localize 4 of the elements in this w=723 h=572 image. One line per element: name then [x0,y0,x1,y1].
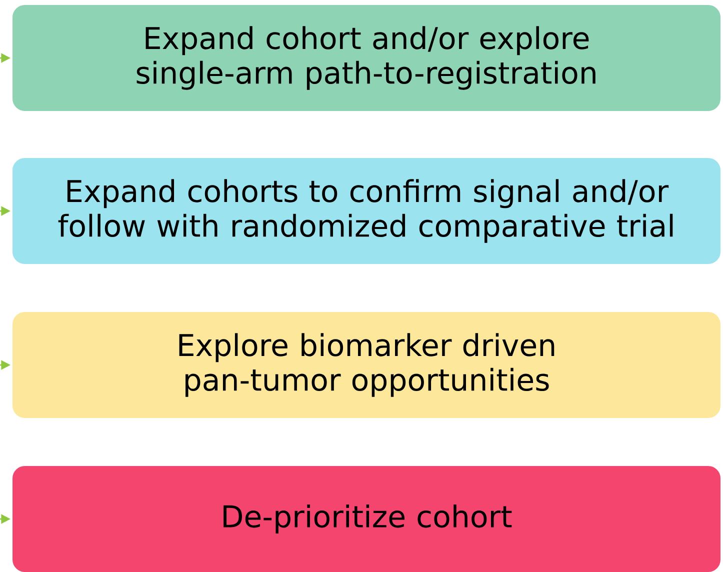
option-box: Explore biomarker driven pan-tumor opportunities [10,310,722,420]
option-box: Expand cohort and/or explore single-arm path-to-registration [10,3,722,113]
option-box: Expand cohorts to confirm signal and/or follow with randomized comparative trial [10,156,722,266]
option-box: De-prioritize cohort [10,464,722,572]
